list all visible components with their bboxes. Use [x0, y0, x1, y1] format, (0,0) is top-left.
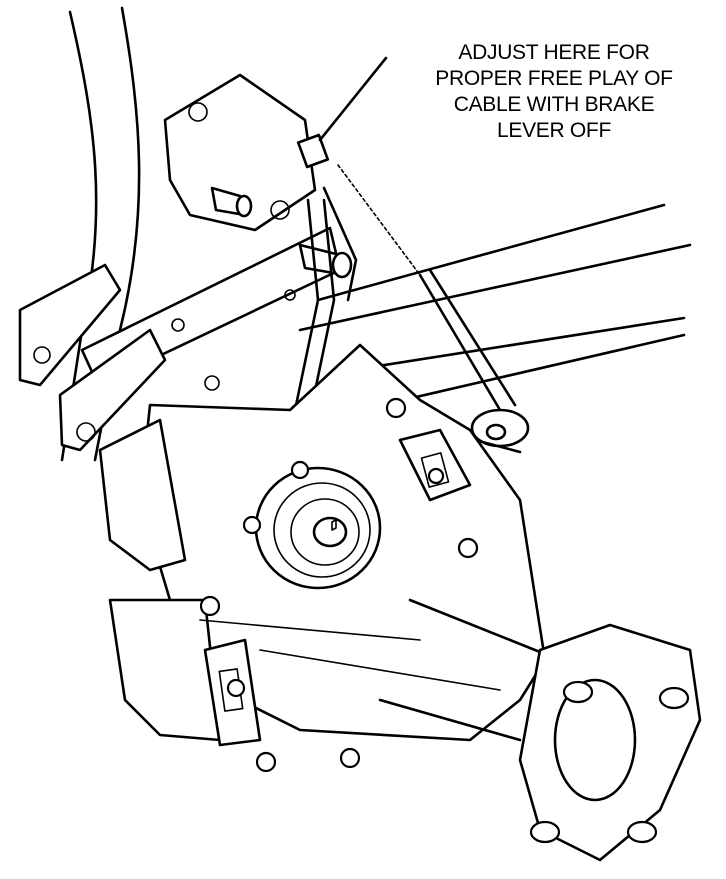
callout-line-3: CABLE WITH BRAKE [453, 93, 655, 116]
lower-link-plate [58, 328, 167, 452]
output-shaft [378, 598, 562, 742]
callout-line-2: PROPER FREE PLAY OF [435, 67, 673, 90]
left-mounting-plate [18, 263, 122, 387]
adjuster-nut [296, 56, 388, 169]
upper-bracket [163, 73, 317, 232]
callout-line-1: ADJUST HERE FOR [458, 41, 650, 64]
adjustment-callout: ADJUST HERE FOR PROPER FREE PLAY OF CABL… [382, 40, 726, 144]
wheel-hub [518, 623, 702, 862]
pivot-pins [210, 186, 353, 279]
wheel-studs [529, 680, 690, 844]
hex-bolts [199, 397, 479, 773]
brake-cable-spring [337, 164, 517, 412]
callout-line-4: LEVER OFF [497, 119, 611, 142]
brake-drum [254, 466, 382, 590]
cable-pulley [458, 408, 530, 454]
